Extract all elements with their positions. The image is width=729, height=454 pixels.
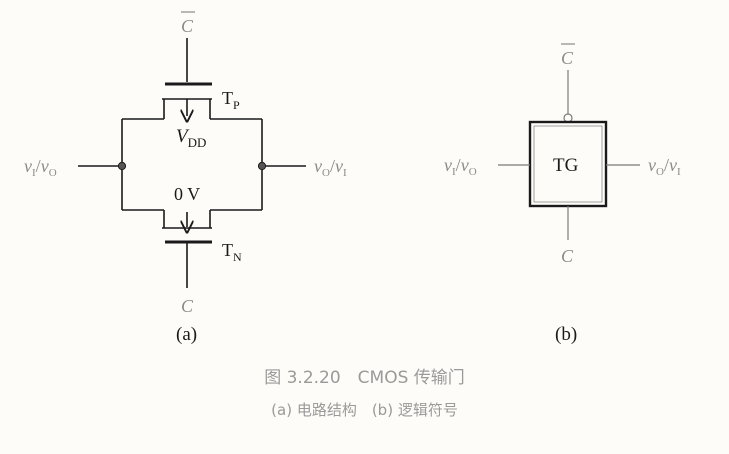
figure-caption: 图 3.2.20 CMOS 传输门 [264, 368, 465, 388]
label-tp: TP [222, 88, 240, 112]
b-label-c-bar: C [561, 48, 574, 68]
label-0v: 0 V [174, 184, 200, 204]
label-tn: TN [222, 240, 242, 264]
right-io-label: vO/vI [314, 156, 347, 179]
panel-label-b: (b) [555, 324, 577, 345]
b-left-io-label: vI/vO [444, 155, 477, 178]
figure-subcaption: (a) 电路结构 (b) 逻辑符号 [271, 401, 458, 419]
left-io-label: vI/vO [24, 156, 57, 179]
tg-label: TG [553, 155, 579, 176]
b-right-io-label: vO/vI [648, 155, 681, 178]
label-c-bar: C [181, 16, 194, 36]
tg-box [528, 120, 608, 208]
label-vdd: VDD [176, 126, 206, 150]
circuit-a: C TP VDD 0 V TN C vI/vO vO/vI (a) [24, 11, 347, 345]
symbol-b: C TG vI/vO vO/vI C (b) [444, 43, 681, 345]
panel-label-a: (a) [176, 324, 197, 345]
right-junction-dot [257, 161, 267, 171]
label-c: C [181, 296, 194, 316]
left-junction-dot [117, 161, 127, 171]
b-label-c: C [561, 246, 574, 266]
